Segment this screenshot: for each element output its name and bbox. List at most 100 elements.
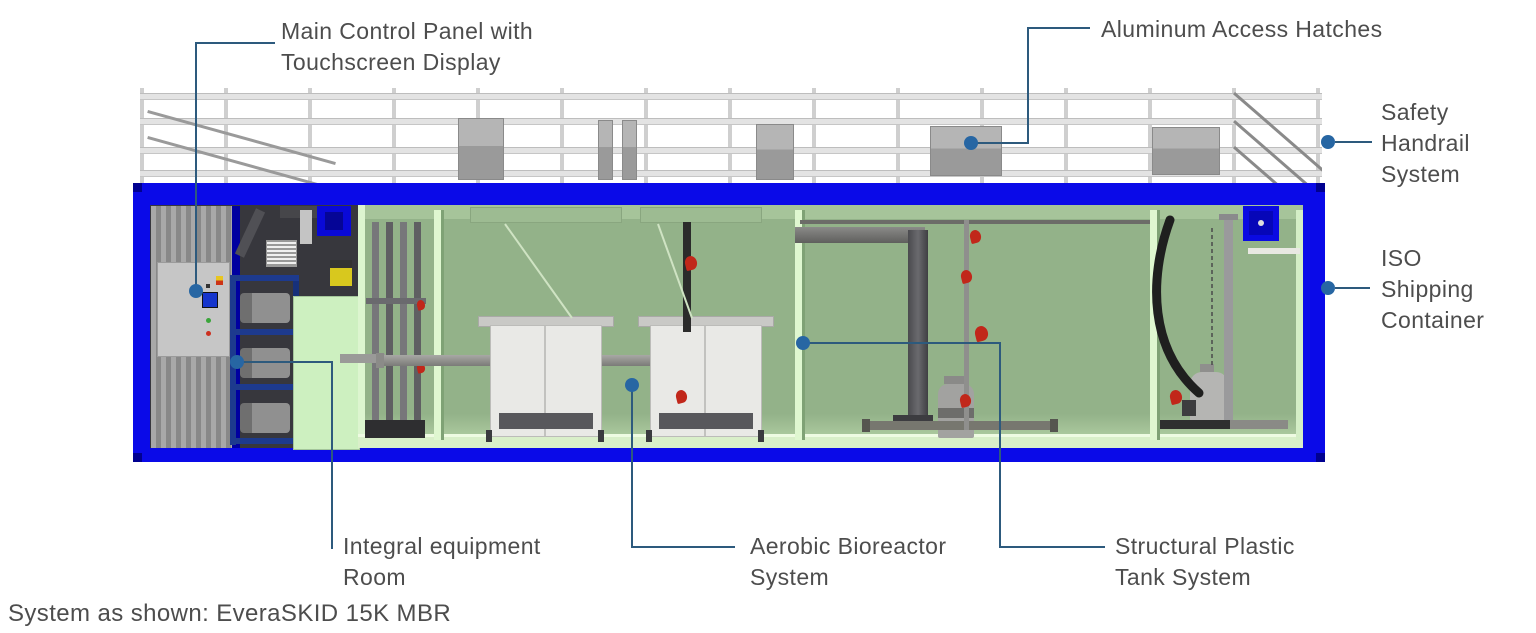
vent-pipe xyxy=(300,210,312,244)
drop-pipe xyxy=(683,222,691,332)
main-control-panel xyxy=(157,262,230,357)
floor-rail xyxy=(1160,420,1288,429)
cassette-lower-band xyxy=(499,413,593,429)
access-hatch-lid xyxy=(756,124,794,180)
electrical-junction-box xyxy=(317,206,351,236)
header-pipe xyxy=(795,227,925,243)
cassette-seam xyxy=(704,326,706,436)
leader-main-control-panel xyxy=(195,42,275,44)
access-hatch-lid xyxy=(930,126,1002,176)
floor-rail-cap xyxy=(862,419,870,432)
callout-dot-aluminum-access-hatches xyxy=(964,136,978,150)
tank-partition-wall xyxy=(795,210,805,440)
touchscreen-display xyxy=(202,292,218,308)
corner-casting xyxy=(1316,453,1325,462)
floor-highlight xyxy=(358,434,1303,437)
rack-shelf xyxy=(230,438,299,444)
electrical-box-knob xyxy=(1258,220,1264,226)
chemical-canister xyxy=(330,260,352,286)
ceiling-hatch-recess xyxy=(640,207,762,223)
blower-pump xyxy=(240,293,290,323)
cassette-leg xyxy=(598,430,604,442)
warning-sticker xyxy=(216,276,223,285)
cassette-leg xyxy=(486,430,492,442)
callout-label-aerobic-bioreactor: Aerobic Bioreactor System xyxy=(750,533,947,590)
leader-aluminum-access-hatches xyxy=(972,142,1029,144)
access-hatch-lid xyxy=(622,120,637,180)
handrail-mid-rail xyxy=(140,118,1322,125)
cassette-leg xyxy=(646,430,652,442)
feed-pipe xyxy=(340,354,385,363)
pipe-flange xyxy=(1219,214,1238,220)
vent-grille xyxy=(266,240,297,267)
leader-iso-container xyxy=(1335,287,1370,289)
wall-rail xyxy=(800,220,1150,224)
callout-dot-aerobic-bioreactor xyxy=(625,378,639,392)
panel-button xyxy=(206,284,210,288)
riser-pipe xyxy=(414,222,421,438)
handrail-bottom-rail xyxy=(140,170,1322,177)
corner-casting xyxy=(133,183,142,192)
leader-aerobic-bioreactor xyxy=(631,546,735,548)
callout-dot-integral-equipment-room xyxy=(230,355,244,369)
floor-rail-cap xyxy=(1050,419,1058,432)
interior-end-wall xyxy=(1296,210,1303,440)
blower-pump xyxy=(240,348,290,378)
riser-pipe xyxy=(386,222,393,438)
leader-main-control-panel xyxy=(195,42,197,291)
callout-label-structural-plastic-tank: Structural Plastic Tank System xyxy=(1115,533,1295,590)
equipment-room-tank xyxy=(293,296,360,450)
downcomer-pipe xyxy=(908,230,928,420)
mbr-cassette xyxy=(490,325,602,437)
callout-dot-structural-plastic-tank xyxy=(796,336,810,350)
leader-structural-plastic-tank xyxy=(999,342,1001,548)
callout-label-main-control-panel: Main Control Panel with Touchscreen Disp… xyxy=(281,18,534,75)
leader-safety-handrail xyxy=(1335,141,1372,143)
rack-shelf xyxy=(230,275,299,281)
ceiling-hatch-recess xyxy=(470,207,622,223)
safety-handrail-illustration xyxy=(140,88,1322,183)
system-caption: System as shown: EveraSKID 15K MBR xyxy=(8,600,452,627)
access-hatch-lid xyxy=(458,118,504,180)
riser-pipe xyxy=(372,222,379,438)
tank-floor xyxy=(358,437,1303,448)
access-hatch-lid xyxy=(1152,127,1220,175)
corner-casting xyxy=(1316,183,1325,192)
handrail-posts xyxy=(140,88,1322,183)
pump-motor-cap xyxy=(944,376,966,384)
pipe-manifold xyxy=(366,298,426,304)
callout-label-iso-container: ISO Shipping Container xyxy=(1381,245,1485,333)
callout-label-integral-equipment-room: Integral equipment Room xyxy=(343,533,541,590)
tank-partition-wall xyxy=(434,210,444,440)
interior-edge-highlight xyxy=(358,205,365,448)
leader-integral-equipment-room xyxy=(331,361,333,549)
callout-label-safety-handrail: Safety Handrail System xyxy=(1381,99,1470,187)
handrail-top-rail xyxy=(140,93,1322,100)
leader-aerobic-bioreactor xyxy=(631,390,633,548)
wall-pipe xyxy=(1248,248,1300,254)
floor-rail xyxy=(868,421,1054,430)
pump-band xyxy=(938,408,974,418)
callout-dot-safety-handrail xyxy=(1321,135,1335,149)
electrical-box xyxy=(1243,206,1279,241)
pump-hook xyxy=(1200,364,1214,372)
blower-pump xyxy=(240,403,290,433)
guide-pipe xyxy=(1224,218,1233,423)
indicator-light-red xyxy=(206,331,211,336)
door-frame xyxy=(232,206,240,448)
mbr-cassette xyxy=(650,325,762,437)
callout-label-aluminum-access-hatches: Aluminum Access Hatches xyxy=(1101,16,1383,42)
junction-box-face xyxy=(325,212,343,230)
cassette-seam xyxy=(544,326,546,436)
handrail-mid-rail xyxy=(140,147,1322,154)
leader-aluminum-access-hatches xyxy=(1027,27,1029,144)
rack-shelf xyxy=(230,384,299,390)
pipe-base-mount xyxy=(365,420,425,438)
callout-dot-main-control-panel xyxy=(189,284,203,298)
leader-aluminum-access-hatches xyxy=(1028,27,1090,29)
cassette-lower-band xyxy=(659,413,753,429)
corner-casting xyxy=(133,453,142,462)
pipe-flange xyxy=(376,353,384,368)
leader-structural-plastic-tank xyxy=(809,342,1001,344)
